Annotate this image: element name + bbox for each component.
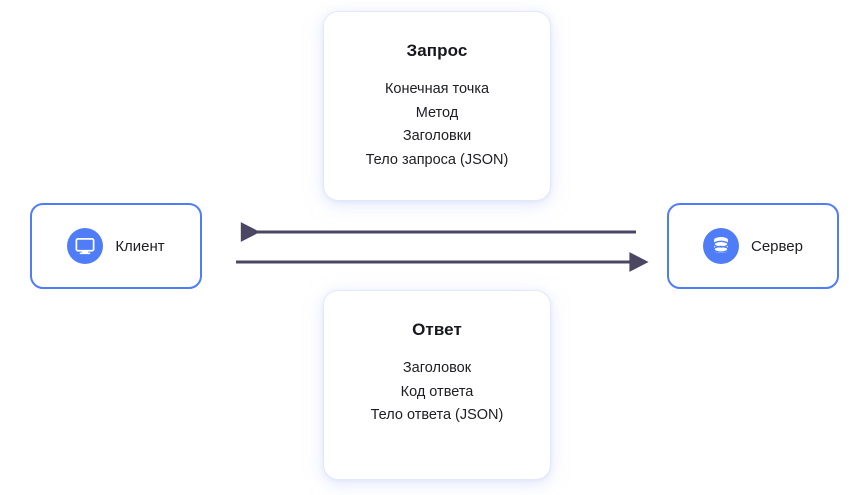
- client-node-label: Клиент: [115, 237, 165, 255]
- response-card-title: Ответ: [412, 320, 462, 339]
- response-card-lines: Заголовок Код ответа Тело ответа (JSON): [324, 357, 550, 428]
- database-icon: [702, 228, 739, 264]
- response-line-body: Тело ответа (JSON): [370, 407, 504, 423]
- server-node-label: Сервер: [750, 237, 803, 255]
- response-card: Ответ Заголовок Код ответа Тело ответа (…: [324, 291, 550, 479]
- request-line-method: Метод: [415, 104, 459, 121]
- response-line-header: Заголовок: [402, 360, 472, 376]
- request-line-endpoint: Конечная точка: [384, 81, 490, 97]
- request-card-lines: Конечная точка Метод Заголовки Тело запр…: [324, 78, 550, 172]
- request-line-body: Тело запроса (JSON): [365, 151, 509, 168]
- monitor-icon: [67, 228, 104, 264]
- response-line-status-code: Код ответа: [400, 383, 474, 400]
- request-card: Запрос Конечная точка Метод Заголовки Те…: [324, 12, 550, 200]
- request-line-headers: Заголовки: [402, 128, 472, 144]
- server-node: Сервер: [667, 203, 839, 289]
- request-card-title: Запрос: [406, 41, 468, 60]
- client-node: Клиент: [30, 203, 202, 289]
